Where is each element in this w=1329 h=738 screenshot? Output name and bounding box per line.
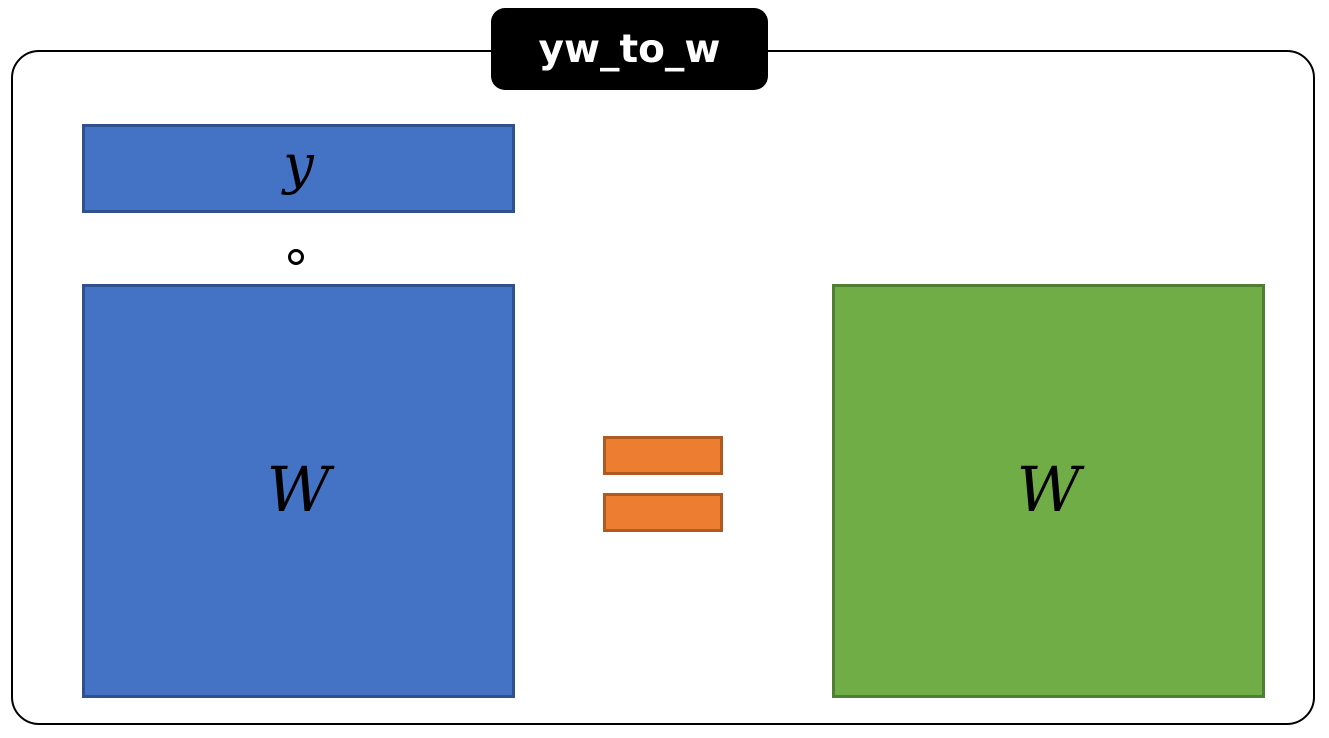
matrix-w-input-box: W — [82, 284, 515, 698]
diagram-title-text: yw_to_w — [538, 26, 721, 72]
vector-y-box: y — [82, 124, 515, 213]
matrix-w-output-box: W — [832, 284, 1265, 698]
equals-sign-bottom-bar — [603, 493, 723, 532]
hadamard-operator-icon — [288, 249, 304, 265]
vector-y-label: y — [283, 133, 314, 196]
matrix-w-input-label: W — [266, 452, 331, 526]
diagram-title: yw_to_w — [491, 8, 768, 90]
equals-sign-top-bar — [603, 436, 723, 475]
matrix-w-output-label: W — [1016, 452, 1081, 526]
